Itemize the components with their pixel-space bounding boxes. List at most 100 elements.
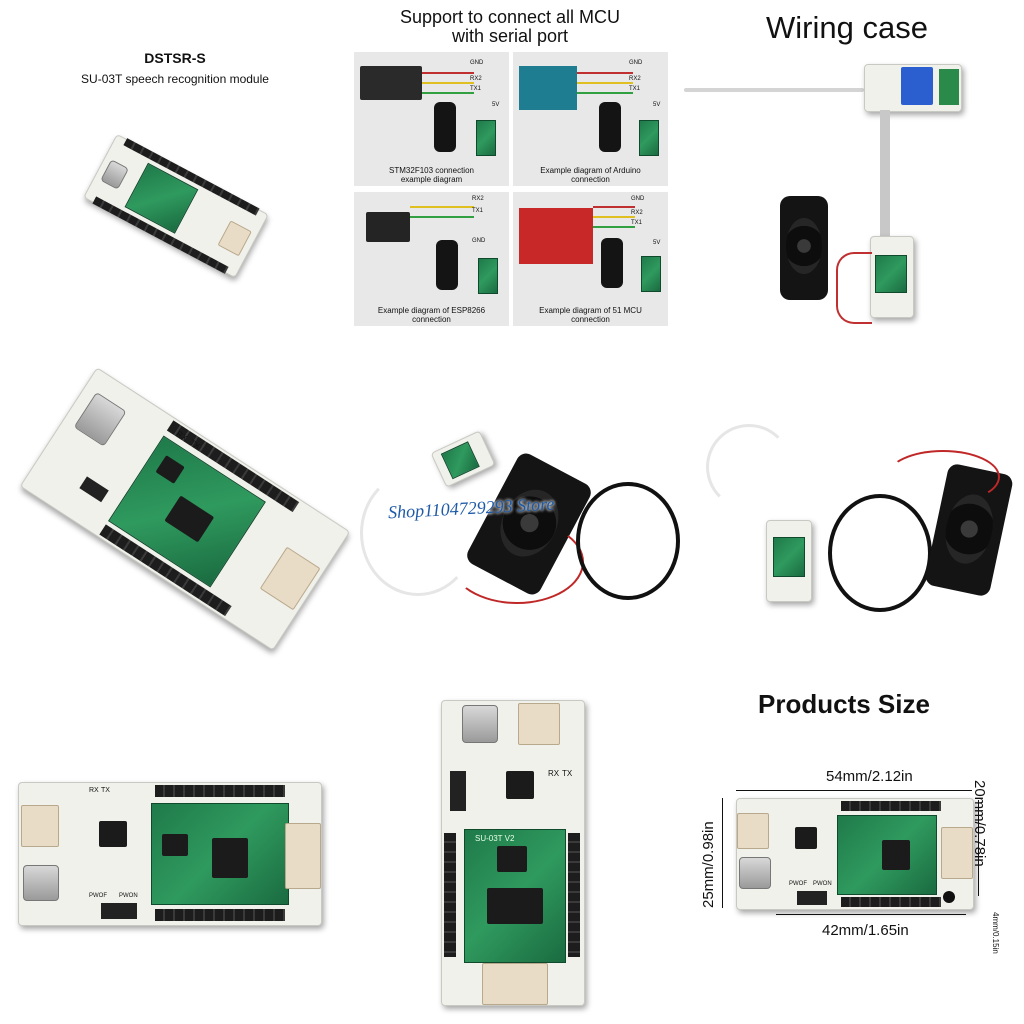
module-photo-vertical: RX TX SU-03T V2	[441, 700, 585, 1006]
voice-module	[641, 256, 661, 292]
left-height-dimension: 25mm/0.98in	[700, 821, 717, 908]
diagram-arduino: GND RX2 TX1 5V Example diagram of Arduin…	[513, 52, 668, 186]
voice-module	[639, 120, 659, 156]
hole-dimension: 4mm/0.15in	[991, 912, 1000, 954]
usb-c-port	[23, 865, 59, 901]
pin-label-tx1: TX1	[629, 86, 641, 92]
usb-c-port	[462, 705, 498, 743]
module-photo-front: PWOF PWON RX TX	[18, 782, 322, 926]
diagram-caption-line1: Example diagram of 51 MCU	[539, 306, 642, 315]
header-pins	[568, 833, 580, 957]
ribbon-cable	[360, 470, 476, 596]
speaker-connector	[737, 813, 769, 849]
support-title-line2: with serial port	[451, 26, 569, 46]
speaker-connector	[259, 546, 321, 611]
usb-c-port	[739, 857, 771, 889]
diagram-caption: Example diagram of 51 MCU connection	[513, 306, 668, 324]
speaker-wire	[886, 450, 1000, 504]
pwon-label: PWON	[119, 893, 138, 899]
diagram-caption-line1: STM32F103 connection	[389, 166, 474, 175]
rx-label: RX	[89, 787, 99, 794]
diagram-caption: Example diagram of Arduino connection	[513, 166, 668, 184]
pin-label-5v: 5V	[653, 102, 661, 108]
relay-module	[864, 64, 962, 112]
pin-label-rx2: RX2	[631, 210, 643, 216]
voice-module	[478, 258, 498, 294]
mcu51-board	[519, 208, 593, 264]
power-switch	[450, 771, 466, 811]
diagram-stm32: GND RX2 TX1 5V STM32F103 connection exam…	[354, 52, 509, 186]
pin-label-rx2: RX2	[629, 76, 641, 82]
kit-photo-1	[350, 410, 680, 620]
voice-module	[766, 520, 812, 602]
diagram-caption-line1: Example diagram of ESP8266	[377, 306, 486, 315]
pin-label-gnd: GND	[470, 60, 484, 66]
diagram-caption-line2: connection	[571, 175, 610, 184]
speaker-connector	[217, 220, 252, 257]
diagram-esp8266: RX2 TX1 GND Example diagram of ESP8266 c…	[354, 192, 509, 326]
header-pins	[841, 897, 941, 907]
voice-module	[870, 236, 914, 318]
diagram-caption-line2: example diagram	[400, 175, 463, 184]
header-pins	[155, 785, 285, 797]
support-title-line1: Support to connect all MCU	[399, 7, 621, 27]
module-photo-angled: RX TX	[0, 350, 351, 680]
tx-label: TX	[562, 769, 573, 778]
power-switch	[79, 476, 109, 503]
right-height-arrow	[978, 800, 979, 896]
module-dimension-photo: PWOF PWON	[736, 798, 974, 910]
width-dimension: 54mm/2.12in	[826, 768, 913, 785]
product-subtitle: SU-03T speech recognition module	[81, 72, 269, 86]
pin-label-gnd: GND	[629, 60, 643, 66]
pin-label-tx1: TX1	[472, 208, 484, 214]
kit-photo-2	[686, 410, 1016, 620]
module-board: RX TX	[19, 367, 351, 651]
recognition-chip-board	[837, 815, 937, 895]
speaker	[434, 102, 456, 152]
pin-label-tx1: TX1	[631, 220, 643, 226]
speaker	[599, 102, 621, 152]
diagram-caption-line2: connection	[571, 315, 610, 324]
pin-label-rx2: RX2	[472, 196, 484, 202]
usb-cable	[684, 88, 864, 92]
terminal-block	[939, 69, 959, 105]
power-switch	[101, 903, 137, 919]
header-pins	[841, 801, 941, 811]
left-height-arrow	[722, 798, 723, 908]
diagram-51mcu: GND RX2 TX1 5V Example diagram of 51 MCU…	[513, 192, 668, 326]
wiring-title: Wiring case	[766, 10, 928, 45]
speaker-connector	[941, 827, 973, 879]
product-photo-small	[70, 110, 300, 300]
usb-cable	[828, 494, 932, 612]
usb-cable	[576, 482, 680, 600]
pwof-label: PWOF	[89, 893, 107, 899]
module-board	[83, 133, 269, 279]
stm32-board	[360, 66, 422, 100]
relay	[901, 67, 933, 105]
hole-spacing-arrow	[776, 914, 966, 915]
product-model: DSTSR-S	[144, 50, 206, 66]
diagram-caption: Example diagram of ESP8266 connection	[354, 306, 509, 324]
chip-label: SU-03T V2	[475, 834, 515, 843]
pwon-label: PWON	[813, 881, 832, 887]
esp8266-board	[366, 212, 410, 242]
ribbon-cable	[706, 424, 792, 510]
pin-label-gnd: GND	[472, 238, 486, 244]
width-arrow	[736, 790, 972, 791]
ribbon-cable	[880, 110, 890, 240]
pin-label-rx2: RX2	[470, 76, 482, 82]
rx-label: RX	[548, 769, 560, 778]
recognition-chip-board	[108, 435, 266, 588]
pin-label-gnd: GND	[631, 196, 645, 202]
speaker-wire	[450, 520, 584, 604]
pin-label-5v: 5V	[492, 102, 500, 108]
diagram-caption-line2: connection	[412, 315, 451, 324]
recognition-chip-board: SU-03T V2	[464, 829, 566, 963]
hole-spacing-dimension: 42mm/1.65in	[822, 922, 909, 939]
arduino-board	[519, 66, 577, 110]
speaker-connector	[21, 805, 59, 847]
recognition-chip-board	[151, 803, 289, 905]
power-switch	[797, 891, 827, 905]
usb-c-port	[73, 391, 127, 447]
pwof-label: PWOF	[789, 881, 807, 887]
